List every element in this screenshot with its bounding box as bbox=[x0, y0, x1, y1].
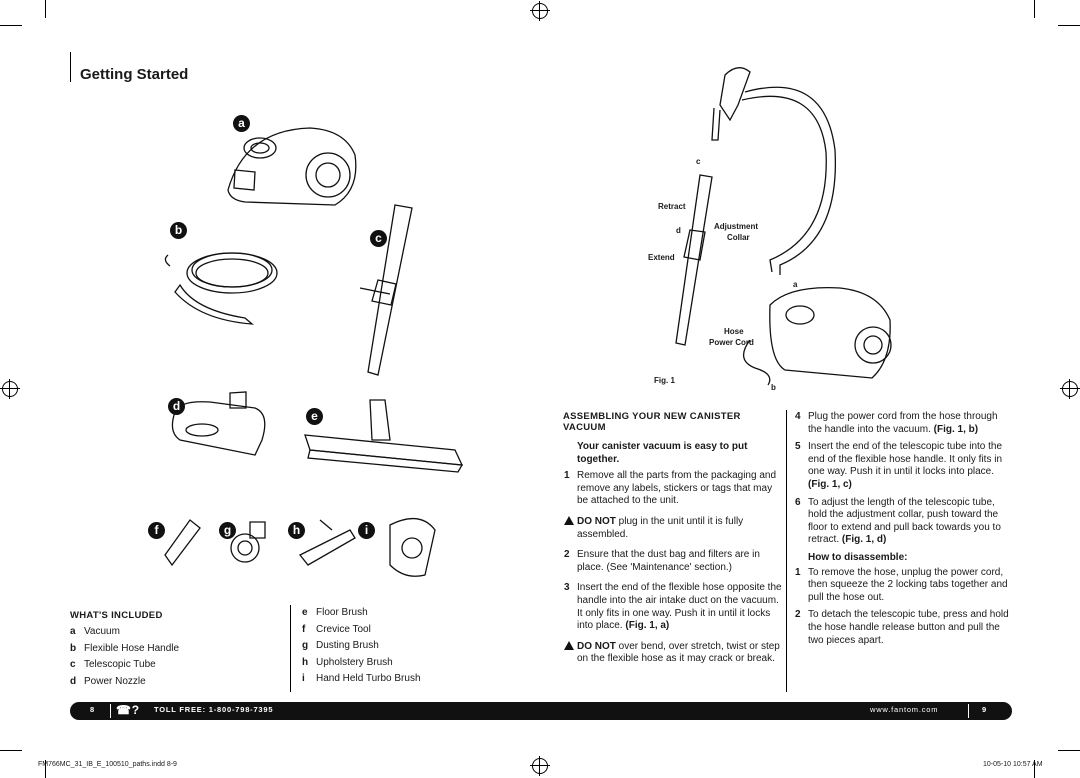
registration-mark-icon bbox=[0, 379, 20, 399]
title-rule bbox=[70, 52, 71, 82]
badge-f: f bbox=[148, 522, 165, 539]
badge-e: e bbox=[306, 408, 323, 425]
badge-g: g bbox=[219, 522, 236, 539]
fig-label-power-cord: Power Cord bbox=[709, 338, 754, 347]
assembly-heading-2: VACUUM bbox=[563, 422, 606, 433]
fig-label-hose: Hose bbox=[724, 327, 744, 336]
crop-mark bbox=[1034, 760, 1035, 778]
parts-illustration bbox=[164, 127, 464, 577]
page-number-right: 9 bbox=[982, 705, 987, 714]
fig-label-extend: Extend bbox=[648, 253, 675, 262]
crop-mark bbox=[1058, 750, 1080, 751]
registration-mark-icon bbox=[530, 756, 550, 776]
badge-h: h bbox=[288, 522, 305, 539]
column-divider bbox=[786, 410, 787, 692]
assembly-column-1: ASSEMBLING YOUR NEW CANISTER VACUUM Your… bbox=[563, 411, 783, 666]
warning-2: DO NOT over bend, over stretch, twist or… bbox=[564, 640, 783, 666]
fig-label-fig1: Fig. 1 bbox=[654, 376, 675, 385]
crop-mark bbox=[45, 0, 46, 18]
whats-included-heading: WHAT'S INCLUDED bbox=[70, 610, 163, 621]
slug-filename: FM766MC_31_IB_E_100510_paths.indd 8-9 bbox=[38, 761, 177, 768]
crop-mark bbox=[45, 760, 46, 778]
fig1-illustration bbox=[675, 67, 892, 386]
crop-mark bbox=[1058, 25, 1080, 26]
registration-mark-icon bbox=[1060, 379, 1080, 399]
footer-divider bbox=[110, 704, 111, 718]
website-link[interactable]: www.fantom.com bbox=[870, 705, 939, 714]
assembly-intro: Your canister vacuum is easy to put toge… bbox=[577, 441, 748, 465]
fig-label-b: b bbox=[771, 383, 776, 392]
warning-1: DO NOT plug in the unit until it is full… bbox=[564, 515, 783, 541]
slug-timestamp: 10-05-10 10:57 AM bbox=[983, 761, 1043, 768]
warning-icon bbox=[564, 640, 574, 650]
badge-i: i bbox=[358, 522, 375, 539]
footer-divider bbox=[968, 704, 969, 718]
badge-a: a bbox=[233, 115, 250, 132]
disassemble-heading: How to disassemble: bbox=[808, 551, 908, 563]
page-number-left: 8 bbox=[90, 705, 95, 714]
fig-label-retract: Retract bbox=[658, 202, 686, 211]
column-divider bbox=[290, 605, 291, 692]
toll-free-number: TOLL FREE: 1-800-798-7395 bbox=[154, 705, 274, 714]
crop-mark bbox=[1034, 0, 1035, 18]
badge-d: d bbox=[168, 398, 185, 415]
badge-b: b bbox=[170, 222, 187, 239]
badge-c: c bbox=[370, 230, 387, 247]
page-title: Getting Started bbox=[80, 66, 189, 83]
fig-label-a: a bbox=[793, 280, 798, 289]
fig-label-c: c bbox=[696, 157, 701, 166]
assembly-heading: ASSEMBLING YOUR NEW CANISTER bbox=[563, 411, 741, 422]
warning-icon bbox=[564, 515, 574, 525]
phone-icon: ☎? bbox=[116, 703, 140, 717]
registration-mark-icon bbox=[530, 1, 550, 21]
crop-mark bbox=[0, 750, 22, 751]
fig-label-adjustment: Adjustment bbox=[714, 222, 758, 231]
fig-label-d: d bbox=[676, 226, 681, 235]
crop-mark bbox=[0, 25, 22, 26]
fig-label-collar: Collar bbox=[727, 233, 750, 242]
footer-bar: 8 ☎? TOLL FREE: 1-800-798-7395 www.fanto… bbox=[70, 702, 1012, 720]
